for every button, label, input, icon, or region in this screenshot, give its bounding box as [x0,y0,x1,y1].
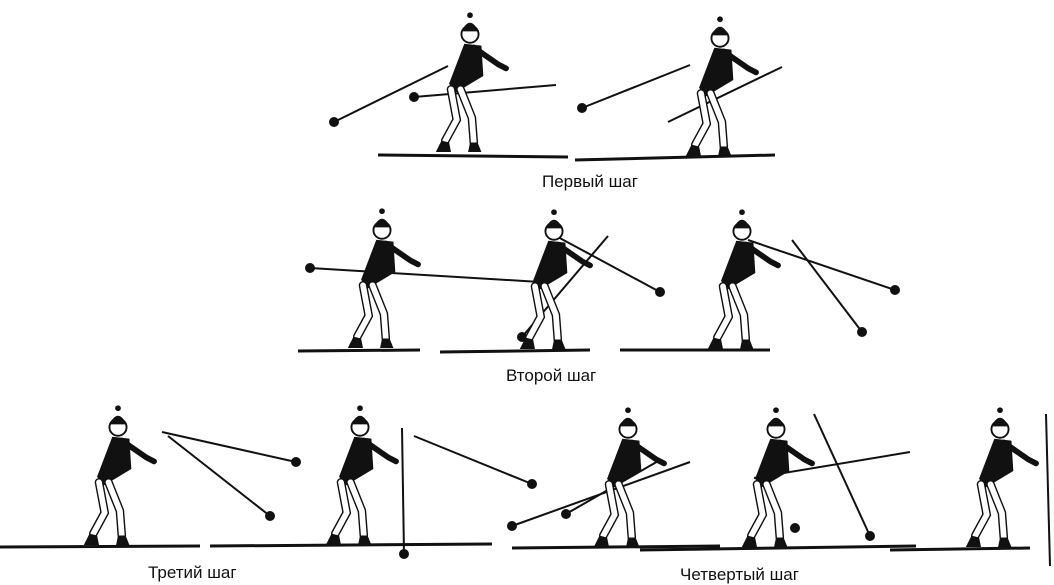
step1-figures [329,64,783,162]
caption-step1: Первый шаг [542,172,638,191]
step3-figures [0,427,537,559]
caption-step4: Четвертый шаг [680,565,799,584]
caption-step3: Третий шаг [148,563,237,582]
step4-figures [507,413,1051,567]
caption-step2: Второй шаг [506,366,597,385]
